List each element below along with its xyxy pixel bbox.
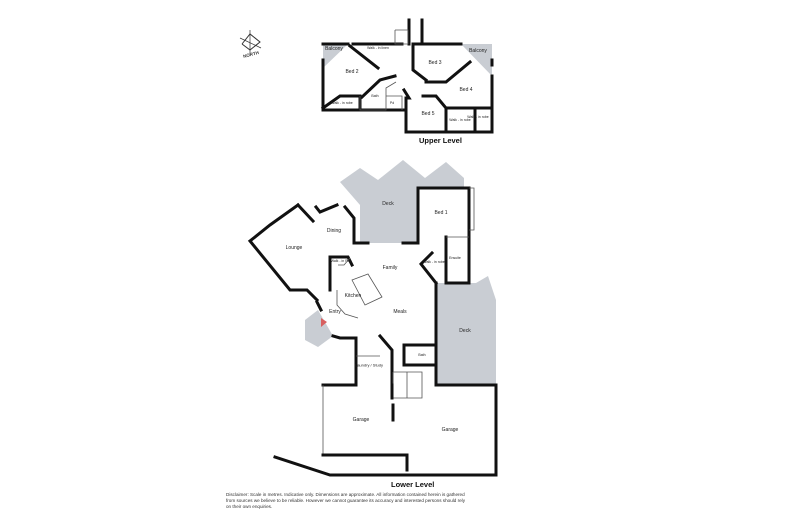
room-label: Deck [382,201,394,207]
room-label: Meals [393,309,407,315]
room-label: Walk - in robe [449,118,471,122]
room-label: Bed 2 [345,69,359,75]
room-label: Entry [329,309,341,315]
room-label: Bed 1 [434,210,448,216]
room-label: Balcony [325,46,343,52]
upper-level-title: Upper Level [419,136,462,145]
balcony-left [323,44,348,68]
room-label: Kitchen [344,293,362,299]
room-label: Bath [371,94,379,98]
room-label: Balcony [469,48,487,54]
room-label: Deck [459,328,471,334]
room-label: Garage [441,427,459,433]
lower-level-title: Lower Level [391,480,435,489]
room-label: Family [382,265,398,271]
balcony-right [461,44,492,76]
room-label: Walk - in robe [467,115,489,119]
disclaimer-text: Disclaimer: Scale in metres. Indicative … [226,492,466,509]
room-label: Ensuite [449,256,461,260]
room-label: Pd [389,101,395,105]
room-label: Garage [352,417,370,423]
room-label: Walk - in linen [367,46,389,50]
entry-stairs [305,310,333,347]
room-label: Walk - in robe [331,101,353,105]
room-label: Dining [326,228,342,234]
upper-level-plan [320,18,494,134]
north-arrow-icon [239,30,262,54]
deck-top [340,160,464,243]
room-label: Laundry / Study [354,362,384,368]
lower-level-plan [247,160,498,477]
room-label: Walk - in Pdy [330,259,352,263]
deck-right [436,276,496,385]
room-label: Bed 4 [459,87,473,93]
room-label: Walk - in robe [423,260,445,264]
room-label: Lounge [285,245,303,251]
room-label: Bath [418,353,426,357]
room-label: Bed 3 [428,60,442,66]
room-label: Bed 5 [421,111,435,117]
